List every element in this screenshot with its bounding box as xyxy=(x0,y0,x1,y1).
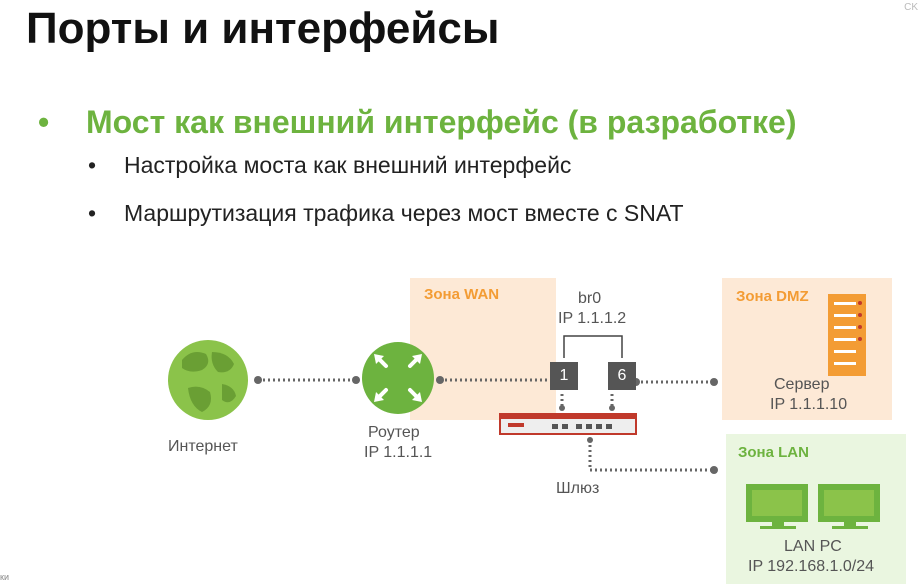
bullet-dot: • xyxy=(88,152,97,178)
zone-dmz-label: Зона DMZ xyxy=(736,288,809,305)
link-dots xyxy=(254,376,718,474)
bullet-dot: • xyxy=(88,200,97,226)
port-1: 1 xyxy=(550,362,578,390)
globe-icon xyxy=(168,340,248,420)
zone-wan xyxy=(410,278,556,420)
bridge-name: br0 xyxy=(578,290,602,307)
router-ip: IP 1.1.1.1 xyxy=(364,444,433,461)
bullet-dot: • xyxy=(38,104,50,140)
lan-pc-icon xyxy=(746,484,880,529)
zone-lan-label: Зона LAN xyxy=(738,444,809,461)
sub-bullet-text: Маршрутизация трафика через мост вместе … xyxy=(124,200,684,226)
server-ip: IP 1.1.1.10 xyxy=(770,396,848,413)
internet-label: Интернет xyxy=(168,438,238,455)
sub-bullet-text: Настройка моста как внешний интерфейс xyxy=(124,152,572,178)
server-icon xyxy=(828,294,866,376)
router-label: Роутер xyxy=(368,424,420,441)
edge-label: ки xyxy=(0,572,9,582)
bridge-ip: IP 1.1.1.2 xyxy=(558,310,627,327)
router-icon xyxy=(362,342,434,414)
lan-pc-ip: IP 192.168.1.0/24 xyxy=(748,558,875,575)
zone-wan-label: Зона WAN xyxy=(424,286,500,303)
server-label: Сервер xyxy=(774,376,830,393)
firewall-device-icon xyxy=(499,413,637,435)
lan-pc-label: LAN PC xyxy=(784,538,842,555)
corner-label: CK xyxy=(904,2,918,13)
dotted-links xyxy=(258,378,714,472)
bridge-bracket xyxy=(563,335,623,358)
port-6: 6 xyxy=(608,362,636,390)
slide-title: Порты и интерфейсы xyxy=(26,4,500,53)
main-bullet-text: Мост как внешний интерфейс (в разработке… xyxy=(86,104,797,140)
gateway-label: Шлюз xyxy=(556,480,600,497)
